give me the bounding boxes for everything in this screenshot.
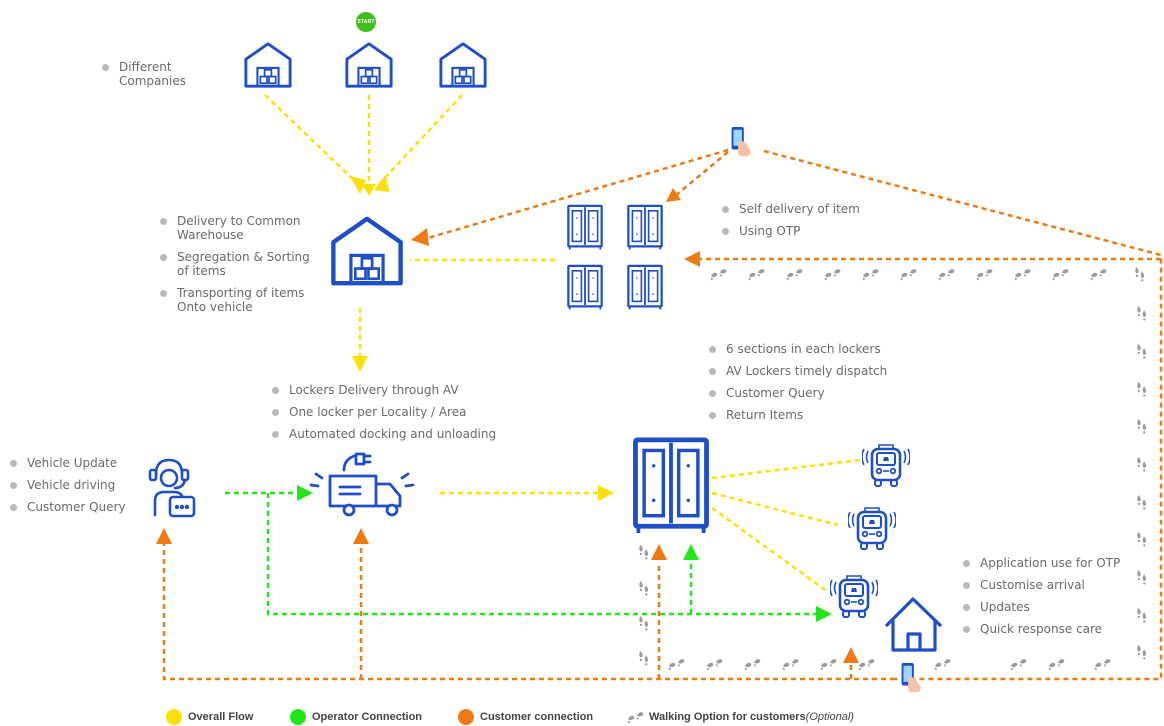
companies-list: Different Companies (102, 60, 242, 96)
autonomous-vehicle-icon-2 (848, 506, 896, 551)
list-item: Self delivery of item (722, 202, 902, 216)
customer-connection-swatch (458, 709, 474, 725)
list-item: Lockers Delivery through AV (272, 383, 532, 397)
autonomous-vehicle-icon-3 (830, 574, 878, 619)
list-item: Quick response care (963, 622, 1153, 636)
list-item: AV Lockers timely dispatch (709, 364, 909, 378)
list-item: Automated docking and unloading (272, 427, 532, 441)
legend-label: Customer connection (480, 711, 594, 723)
warehouse-steps-list: Delivery to Common Warehouse Segregation… (160, 214, 320, 322)
list-item: Customer Query (10, 500, 140, 514)
overall-flow-connectors (264, 94, 861, 594)
legend-operator-connection: Operator Connection (290, 709, 422, 725)
list-item: Return Items (709, 408, 909, 422)
legend-customer-connection: Customer connection (458, 709, 593, 725)
list-item: Updates (963, 600, 1153, 614)
common-warehouse-icon (333, 219, 400, 283)
list-item: Vehicle driving (10, 478, 140, 492)
smartphone-icon-top (731, 126, 751, 157)
av-delivery-list: Lockers Delivery through AV One locker p… (272, 383, 532, 449)
list-item: Segregation & Sorting of items (160, 250, 320, 278)
start-badge: START (356, 12, 376, 32)
legend-walking-option: Walking Option for customers (Optional) (627, 709, 854, 725)
company-warehouse-icon-3 (439, 42, 487, 88)
overall-flow-arrowheads (350, 176, 614, 501)
list-item: Using OTP (722, 224, 902, 238)
company-warehouse-icon-2 (345, 42, 393, 88)
operator-connection-swatch (290, 709, 306, 725)
smartphone-icon-bottom (901, 662, 921, 693)
locker-icon-1 (567, 204, 603, 250)
legend-label-optional: (Optional) (805, 711, 854, 723)
locker-icon-2 (627, 204, 663, 250)
customer-app-features-list: Application use for OTP Customise arriva… (963, 556, 1153, 644)
customer-arrowheads (156, 188, 859, 663)
operator-connectors (225, 491, 818, 616)
legend-label: Overall Flow (188, 711, 254, 723)
legend-label: Operator Connection (312, 711, 423, 723)
home-icon (884, 597, 943, 652)
list-item: Different Companies (102, 60, 242, 88)
operator-tasks-list: Vehicle Update Vehicle driving Customer … (10, 456, 140, 522)
overall-flow-swatch (166, 709, 182, 725)
legend-overall-flow: Overall Flow (166, 709, 253, 725)
legend-label: Walking Option for customers (649, 711, 806, 723)
locker-sections-list: 6 sections in each lockers AV Lockers ti… (709, 342, 909, 430)
list-item: One locker per Locality / Area (272, 405, 532, 419)
list-item: 6 sections in each lockers (709, 342, 909, 356)
list-item: Application use for OTP (963, 556, 1153, 570)
list-item: Customer Query (709, 386, 909, 400)
company-warehouse-icon-1 (244, 42, 292, 88)
operator-headset-icon (148, 458, 196, 518)
list-item: Transporting of items Onto vehicle (160, 286, 320, 314)
locker-icon-3 (567, 264, 603, 310)
list-item: Vehicle Update (10, 456, 140, 470)
footprints-icon (627, 711, 645, 724)
list-item: Customise arrival (963, 578, 1153, 592)
locker-self-delivery-list: Self delivery of item Using OTP (722, 202, 902, 246)
autonomous-vehicle-icon-1 (862, 443, 910, 488)
customer-connectors (162, 148, 1163, 681)
locker-hub-icon (635, 440, 706, 533)
operator-arrowheads (297, 485, 832, 622)
locker-icon-4 (627, 264, 663, 310)
list-item: Delivery to Common Warehouse (160, 214, 320, 242)
electric-truck-icon (309, 452, 415, 517)
